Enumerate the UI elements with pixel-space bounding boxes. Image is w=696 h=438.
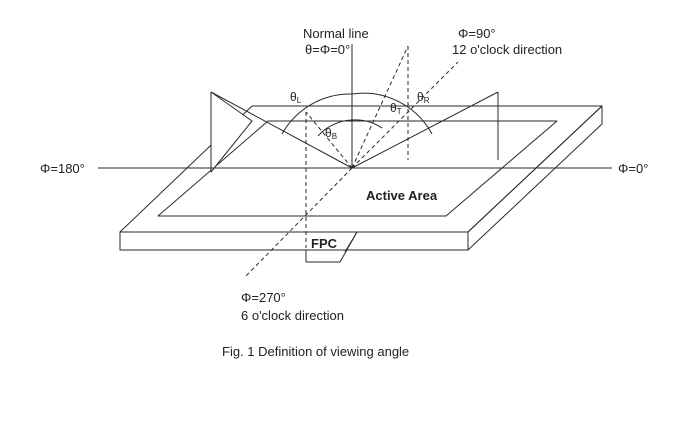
theta-left-label: θL	[290, 90, 301, 108]
normal-line-label: Normal line	[303, 26, 369, 41]
theta-right-label: θR	[417, 90, 429, 108]
theta-top-dashed	[351, 45, 409, 169]
theta-top-arc	[351, 119, 383, 129]
phi90-label: Φ=90°	[458, 26, 496, 41]
theta-left-sub: L	[296, 96, 302, 105]
theta-symbol: θ	[290, 90, 297, 104]
left-viewing-ray	[210, 91, 353, 169]
theta-left-arc	[281, 93, 353, 135]
phi0-label: Φ=0°	[618, 161, 649, 176]
six-oclock-label: 6 o'clock direction	[241, 308, 344, 323]
theta-bottom-sub: B	[331, 132, 338, 141]
theta-right-arc	[351, 92, 433, 135]
phi270-label: Φ=270°	[241, 290, 286, 305]
twelve-oclock-label: 12 o'clock direction	[452, 42, 563, 57]
panel-inner-border	[157, 120, 558, 217]
figure-caption: Fig. 1 Definition of viewing angle	[222, 344, 410, 359]
right-viewing-ray	[351, 91, 499, 169]
normal-angle-label: θ=Φ=0°	[305, 42, 351, 57]
phi180-label: Φ=180°	[40, 161, 85, 176]
panel-right-face	[467, 105, 603, 251]
left-cone-triangle	[210, 91, 253, 173]
theta-top-label: θT	[390, 101, 402, 119]
theta-bottom-arc	[317, 119, 353, 137]
panel-outer-top	[119, 105, 603, 233]
theta-symbol: θ	[417, 90, 424, 104]
theta-symbol: θ	[325, 126, 332, 140]
six-oclock-dashed	[243, 167, 353, 279]
theta-bottom-label: θB	[325, 126, 337, 144]
theta-symbol: θ	[390, 101, 397, 115]
active-area-label: Active Area	[366, 188, 438, 203]
theta-right-sub: R	[423, 96, 430, 105]
theta-bottom-dashed	[305, 111, 353, 169]
fpc-tab-edge	[344, 231, 358, 253]
twelve-oclock-dashed	[351, 61, 459, 169]
theta-top-sub: T	[396, 107, 402, 116]
fpc-label: FPC	[311, 236, 337, 251]
panel-front-face	[119, 231, 469, 251]
